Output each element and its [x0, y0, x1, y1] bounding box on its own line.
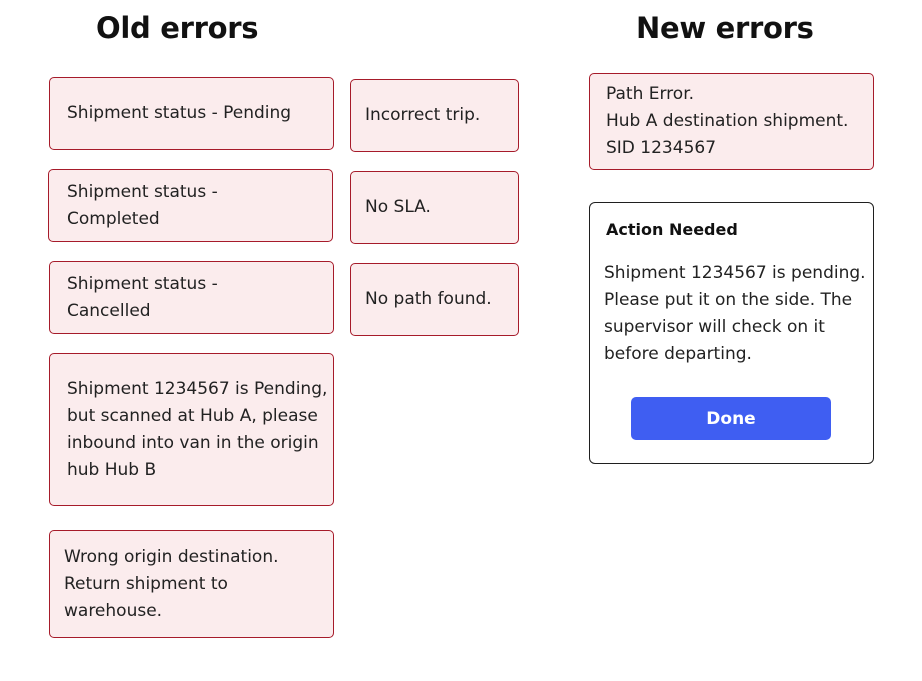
error-no-sla: No SLA. [350, 171, 519, 244]
error-wrong-origin: Wrong origin destination. Return shipmen… [49, 530, 334, 638]
error-text: Incorrect trip. [365, 105, 481, 125]
error-text: Shipment status - Pending [67, 103, 292, 123]
error-text: Shipment 1234567 is Pending, but scanned… [67, 378, 328, 480]
error-shipment-status-completed: Shipment status - Completed [48, 169, 333, 242]
error-no-path-found: No path found. [350, 263, 519, 336]
error-text: Path Error. Hub A destination shipment. … [606, 84, 849, 158]
error-shipment-status-pending: Shipment status - Pending [49, 77, 334, 150]
error-text: No path found. [365, 289, 492, 309]
new-errors-heading: New errors [636, 11, 814, 45]
done-button[interactable]: Done [631, 397, 831, 440]
error-incorrect-trip: Incorrect trip. [350, 79, 519, 152]
action-needed-title: Action Needed [606, 220, 738, 239]
error-text: Wrong origin destination. Return shipmen… [64, 546, 279, 621]
error-text: Shipment status - Cancelled [67, 273, 218, 321]
error-text: Shipment status - Completed [67, 181, 218, 229]
action-needed-card: Action Needed Shipment 1234567 is pendin… [589, 202, 874, 464]
error-shipment-status-cancelled: Shipment status - Cancelled [49, 261, 334, 334]
action-needed-message: Shipment 1234567 is pending. Please put … [604, 263, 866, 364]
old-errors-heading: Old errors [96, 11, 259, 45]
error-text: No SLA. [365, 197, 431, 217]
error-shipment-pending-scanned: Shipment 1234567 is Pending, but scanned… [49, 353, 334, 506]
error-path-error: Path Error. Hub A destination shipment. … [589, 73, 874, 170]
